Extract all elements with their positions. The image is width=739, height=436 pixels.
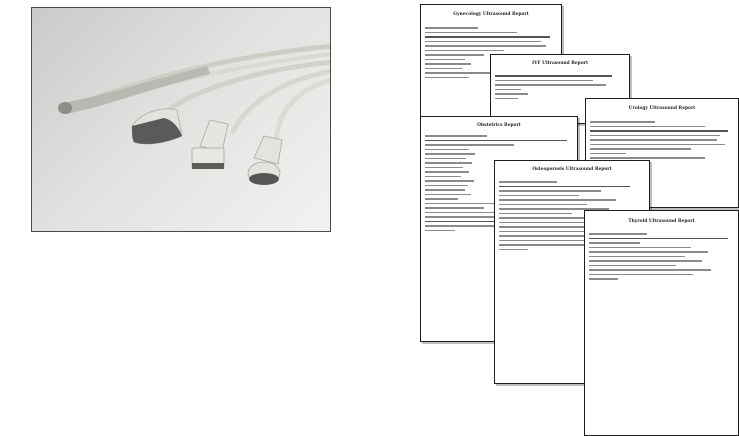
probe-tip: [58, 102, 72, 114]
report-body: [590, 121, 734, 162]
cable: [229, 68, 330, 135]
report-page: IVF Ultrasound Report: [490, 54, 630, 124]
probes-illustration: [58, 43, 330, 185]
report-title: Obstetrics Report: [477, 123, 521, 128]
linear-probe: [199, 119, 229, 153]
ultrasound-probes-photo: [31, 7, 331, 232]
report-title: Gynecology Ultrasound Report: [453, 12, 529, 17]
report-title: IVF Ultrasound Report: [532, 61, 588, 66]
report-body: [589, 233, 734, 283]
report-body: [495, 75, 625, 102]
microconvex-probe: [253, 135, 283, 165]
endocavity-probe: [62, 66, 210, 114]
report-body: [499, 181, 645, 253]
linear-probe-tip: [192, 163, 224, 169]
report-body: [425, 27, 557, 81]
cable: [273, 77, 330, 157]
report-body: [425, 135, 573, 234]
report-title: Urology Ultrasound Report: [628, 106, 696, 111]
report-title: Thyroid Ultrasound Report: [628, 219, 695, 224]
report-title: Osteoporosis Ultrasound Report: [532, 167, 612, 172]
convex-probe-tip: [132, 118, 182, 144]
report-page: Thyroid Ultrasound Report: [584, 210, 739, 436]
microconvex-probe-tip: [249, 173, 279, 185]
